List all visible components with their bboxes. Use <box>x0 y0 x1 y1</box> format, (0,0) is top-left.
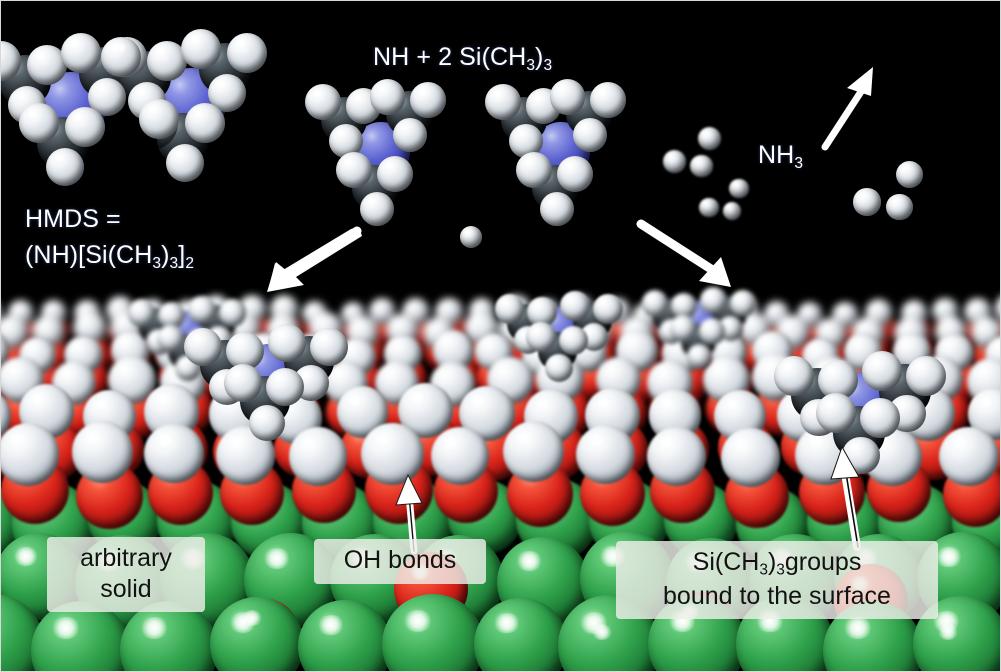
atom-h <box>46 148 84 186</box>
hmds-legend-line2: (NH)[Si(CH3)3]2 <box>25 241 195 272</box>
atom-h <box>1 299 2 326</box>
atom-h <box>227 33 267 73</box>
atom-h <box>573 118 608 153</box>
atom-h <box>886 193 913 221</box>
atom-h <box>249 405 285 441</box>
atom-h <box>540 191 575 226</box>
hmds-to-surface-left-arrow <box>267 226 362 292</box>
atom-h <box>575 424 636 485</box>
hmds-legend-line1: HMDS = <box>25 205 121 233</box>
atom-h <box>556 156 593 192</box>
atom-h <box>773 355 814 396</box>
atom-h <box>61 33 101 73</box>
atom-h <box>329 123 364 158</box>
atom-h <box>65 107 105 147</box>
atom-h <box>687 344 713 370</box>
atom-h <box>895 160 924 189</box>
atom-g <box>119 601 219 671</box>
atom-h <box>305 84 341 121</box>
atom-h <box>139 99 179 139</box>
silyl-groups-pointer-arrow <box>830 445 861 551</box>
atom-h <box>589 82 626 119</box>
atom-h <box>509 123 544 158</box>
caption-silyl-groups: Si(CH3)3groups bound to the surface <box>616 541 938 620</box>
atom-h <box>144 423 205 484</box>
atom-h <box>527 297 558 328</box>
atom-h <box>1 41 21 81</box>
caption-arbitrary-solid: arbitrary solid <box>47 537 205 612</box>
atom-g <box>298 599 392 671</box>
atom-h <box>310 328 348 366</box>
atom-h <box>181 29 221 69</box>
atom-h <box>994 294 1000 324</box>
atom-h <box>646 426 706 486</box>
atom-h <box>1 389 11 444</box>
atom-h <box>853 188 881 216</box>
atom-g <box>382 593 484 671</box>
atom-g <box>210 597 304 671</box>
caption-oh-bonds: OH bonds <box>314 539 486 584</box>
atom-h <box>185 103 225 143</box>
atom-h <box>549 78 586 115</box>
atom-h <box>516 152 553 189</box>
atom-h <box>906 355 946 396</box>
caption-silyl-groups-line2: bound to the surface <box>663 581 891 610</box>
atom-g <box>474 597 568 671</box>
atom-h <box>1 329 9 372</box>
ammonia-label: NH3 <box>758 141 804 172</box>
atom-h <box>71 421 134 483</box>
atom-h <box>19 103 59 143</box>
atom-h <box>147 41 187 81</box>
atom-h <box>226 332 264 370</box>
atom-h <box>721 428 781 488</box>
atom-h <box>166 144 204 182</box>
caption-oh-bonds-line1: OH bonds <box>343 546 457 574</box>
caption-arbitrary-solid-line1: arbitrary <box>80 544 172 572</box>
products-equation-label: NH + 2 Si(CH3)3 <box>373 43 553 74</box>
atom-h <box>430 426 490 486</box>
caption-arbitrary-solid-line2: solid <box>100 574 152 603</box>
atom-h <box>700 287 727 314</box>
caption-silyl-groups-line1: Si(CH3)3groups <box>692 548 862 579</box>
atom-h <box>485 84 521 121</box>
atom-h <box>336 152 373 189</box>
atom-h <box>27 45 67 85</box>
atom-h <box>393 118 428 153</box>
hmds-to-surface-right-arrow <box>636 219 731 287</box>
ammonia-escape-arrow <box>821 67 873 151</box>
atom-h <box>360 191 395 226</box>
atom-h <box>409 82 446 119</box>
atom-h <box>266 368 304 406</box>
atom-h <box>288 427 348 487</box>
atom-h <box>369 78 406 115</box>
atom-h <box>376 156 413 192</box>
